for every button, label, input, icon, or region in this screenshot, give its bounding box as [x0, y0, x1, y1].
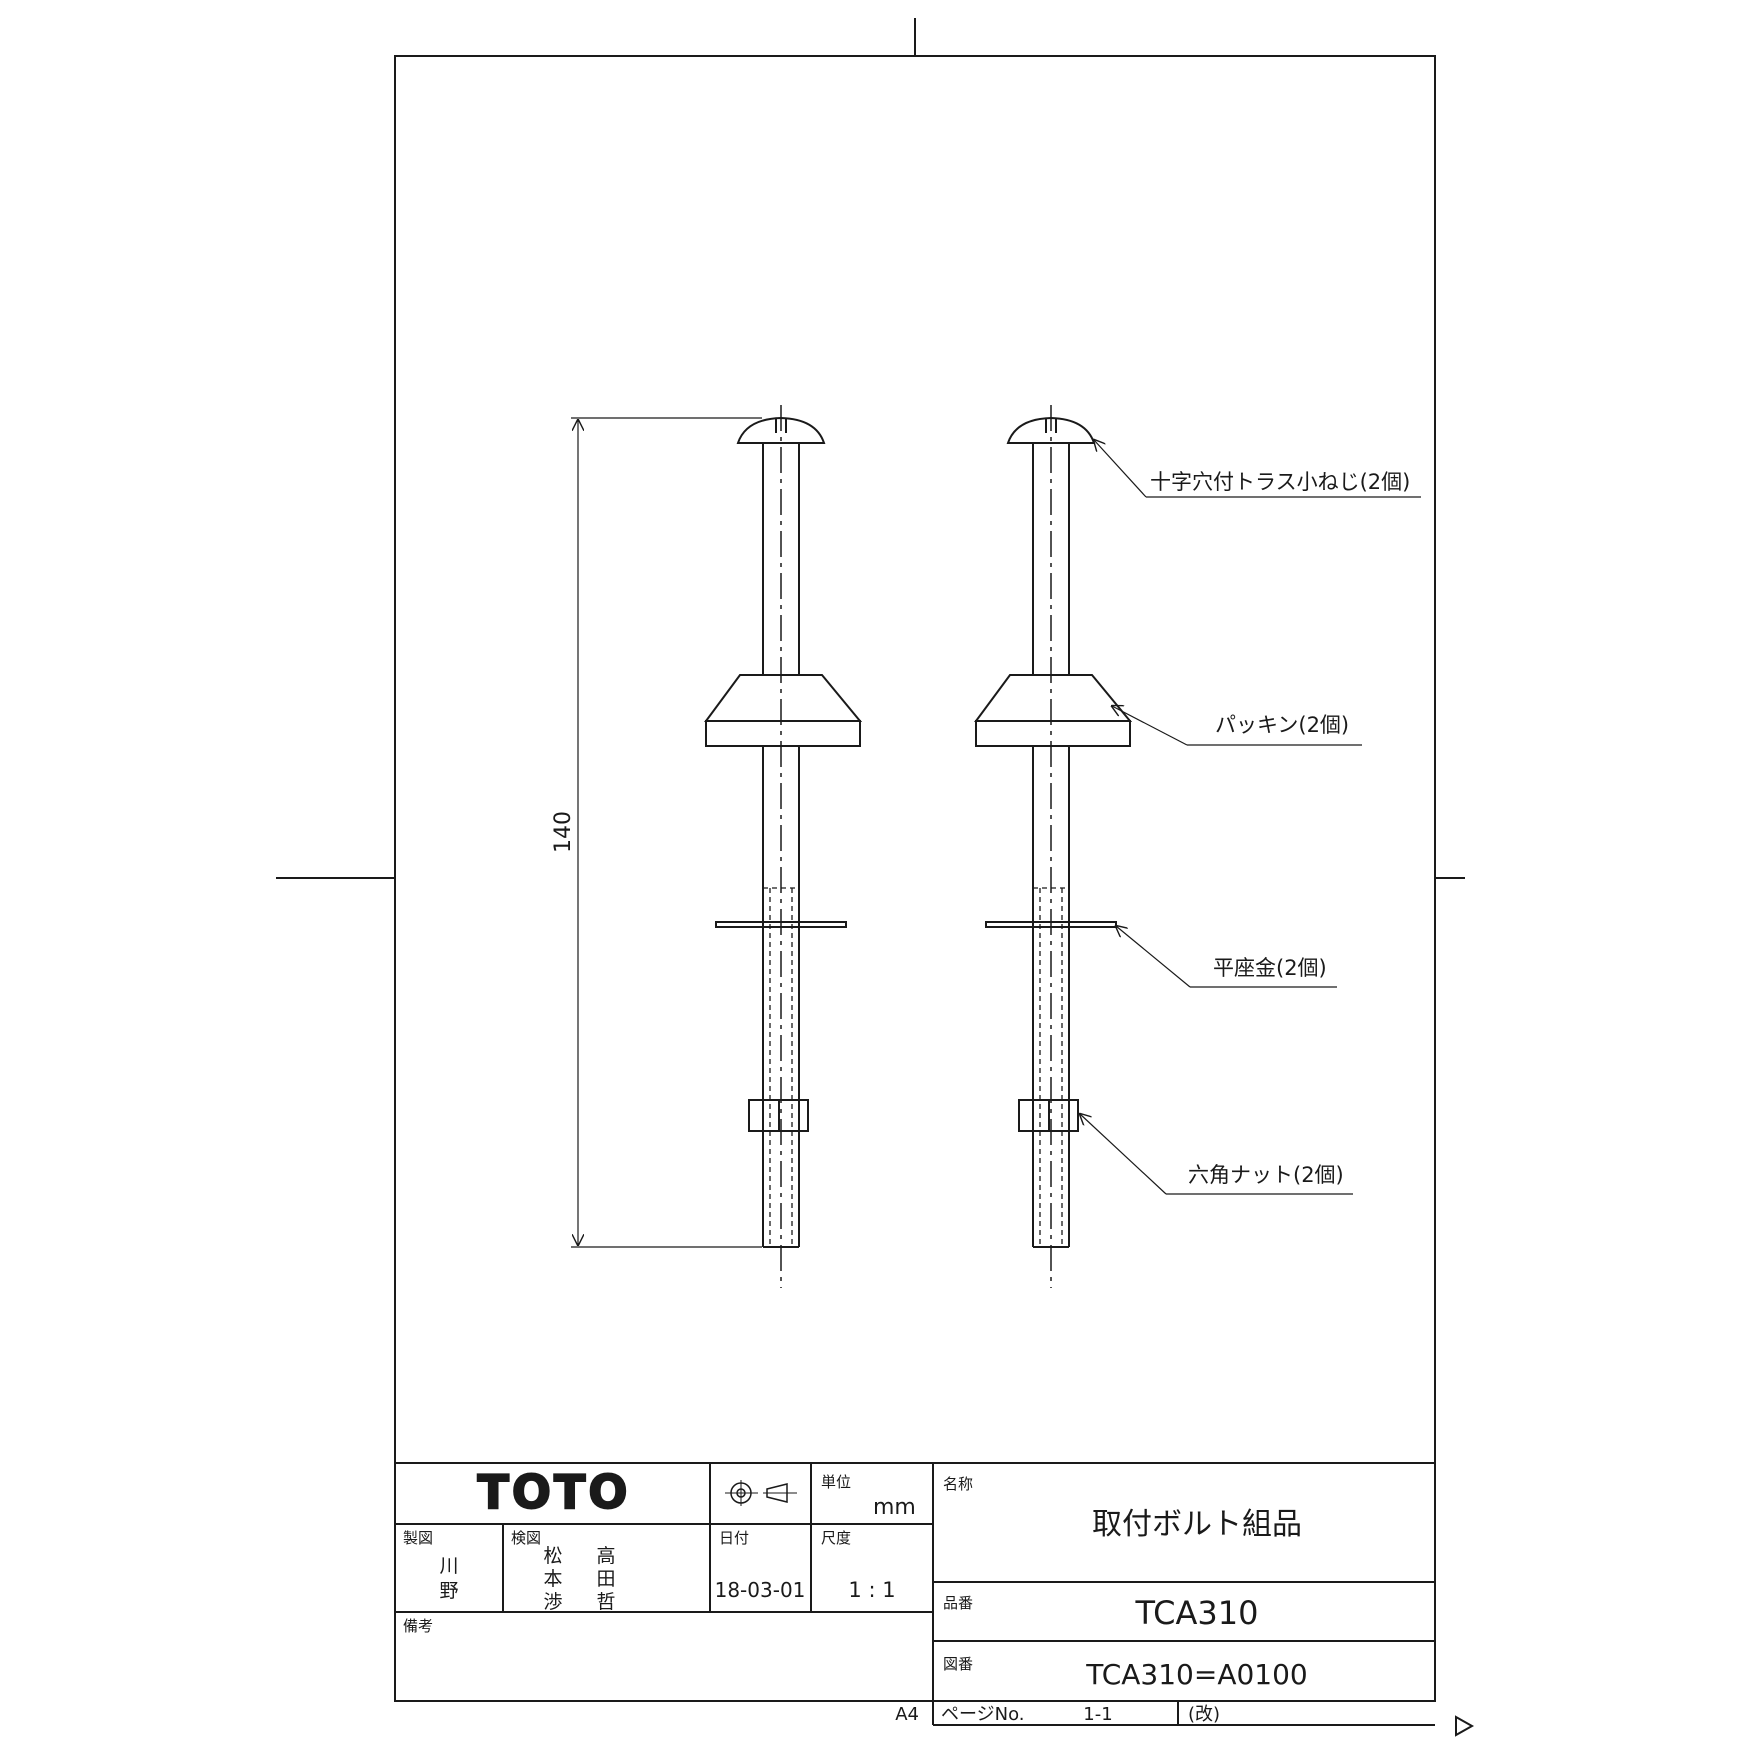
- unit-label: 単位: [821, 1473, 851, 1491]
- callout-flat-washer: 平座金(2個): [1213, 956, 1327, 980]
- remarks-label: 備考: [403, 1617, 433, 1635]
- truss-screw-head: [736, 416, 826, 444]
- projection-symbol-icon: [725, 1480, 797, 1506]
- orientation-triangle-icon: [1455, 1715, 1475, 1737]
- checked-label: 検図: [511, 1529, 541, 1547]
- callout-hex-nut: 六角ナット(2個): [1188, 1163, 1344, 1187]
- scale-value: 1 : 1: [848, 1578, 895, 1602]
- scale-label: 尺度: [821, 1529, 851, 1547]
- made-label: 製図: [403, 1529, 433, 1547]
- title-block: [395, 1462, 1435, 1726]
- leader-lines: [1080, 440, 1421, 1195]
- date-label: 日付: [719, 1529, 749, 1547]
- date-value: 18-03-01: [715, 1578, 806, 1602]
- name-label: 名称: [943, 1475, 973, 1493]
- checked-name-1c: 渉: [543, 1591, 562, 1613]
- bolt-assembly-left: [704, 405, 863, 1288]
- checked-name-1b: 本: [543, 1568, 562, 1590]
- drawing-frame: [394, 55, 1436, 1702]
- part-no-label: 品番: [943, 1594, 973, 1612]
- checked-name-2a: 高: [596, 1545, 615, 1567]
- callout-truss-screw: 十字穴付トラス小ねじ(2個): [1150, 470, 1410, 494]
- checked-name-2b: 田: [596, 1568, 615, 1590]
- drawing-no-label: 図番: [943, 1655, 973, 1673]
- page-value: 1-1: [1083, 1704, 1112, 1725]
- part-no-value: TCA310: [1135, 1594, 1259, 1632]
- checked-name-1a: 松: [543, 1545, 562, 1567]
- packing: [704, 674, 863, 722]
- made-name-2: 野: [439, 1580, 458, 1602]
- dimension-overall-length: [571, 417, 762, 1248]
- packing: [974, 674, 1133, 722]
- unit-value: mm: [873, 1495, 916, 1520]
- dimension-label: 140: [551, 811, 576, 853]
- bolt-assembly-right: [974, 405, 1133, 1288]
- drawing-no-value: TCA310=A0100: [1085, 1658, 1307, 1691]
- page-label: ページNo.: [941, 1704, 1025, 1725]
- revision-label: (改): [1188, 1704, 1220, 1725]
- made-name-1: 川: [439, 1555, 458, 1577]
- name-value: 取付ボルト組品: [1092, 1507, 1302, 1542]
- callout-packing: パッキン(2個): [1215, 713, 1349, 737]
- toto-logo: TOTO: [478, 1465, 631, 1519]
- flat-washer: [715, 921, 847, 928]
- truss-screw-head: [1006, 416, 1096, 444]
- paper-size: A4: [895, 1704, 919, 1725]
- checked-name-2c: 哲: [596, 1591, 615, 1613]
